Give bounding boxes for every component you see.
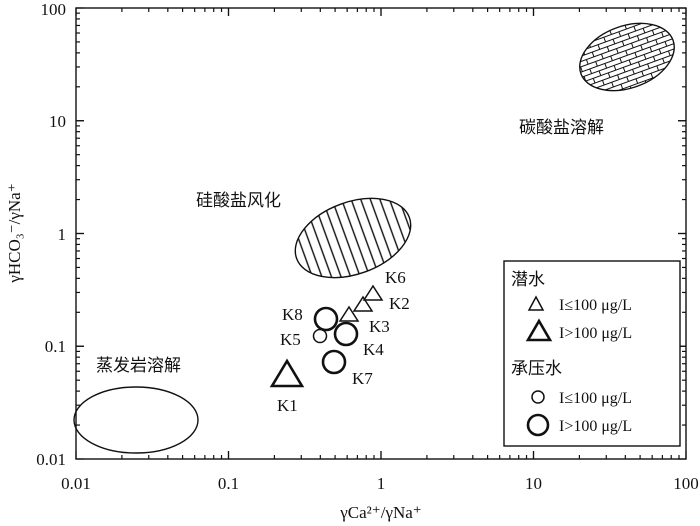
point-label-K7: K7 [352,369,373,388]
y-axis-label: γHCO₃⁻/γNa⁺ [5,183,24,283]
axis-ticks [75,7,687,460]
x-axis-label: γCa²⁺/γNa⁺ [339,503,422,522]
x-tick-label: 0.1 [218,474,239,493]
point-K4 [333,321,359,347]
y-tick-label: 0.01 [36,450,66,469]
point-label-K8: K8 [282,305,303,324]
carbonate-region [579,22,675,92]
legend-small-triangle [527,295,545,311]
point-K7 [321,349,347,375]
x-tick-label: 1 [377,474,386,493]
x-tick-label: 0.01 [61,474,91,493]
legend-label: I>100 μg/L [559,325,632,342]
legend-large-circle [526,413,550,437]
point-label-K1: K1 [277,396,298,415]
legend-label: I≤100 μg/L [559,390,632,407]
point-label-K2: K2 [389,294,410,313]
legend-box [503,260,681,447]
point-K5 [312,328,328,344]
legend-title-confined: 承压水 [511,359,562,378]
x-tick-label: 10 [525,474,542,493]
point-K2 [352,295,374,312]
silicate-region [294,197,412,279]
legend-large-triangle [525,318,553,342]
y-tick-label: 100 [41,0,67,19]
point-K3 [338,305,360,322]
point-label-K3: K3 [369,317,390,336]
legend-small-circle [531,390,545,404]
point-K1 [269,358,305,388]
legend-label: I>100 μg/L [559,418,632,435]
point-K8 [313,306,339,332]
evaporite-region [73,386,199,454]
legend-title-phreatic: 潜水 [511,270,545,289]
carbonate-label: 碳酸盐溶解 [519,118,604,137]
y-tick-label: 10 [49,112,66,131]
y-tick-label: 1 [58,225,67,244]
silicate-label: 硅酸盐风化 [196,191,281,210]
point-label-K6: K6 [385,268,406,287]
x-tick-label: 100 [673,474,699,493]
point-label-K4: K4 [363,340,384,359]
evaporite-label: 蒸发岩溶解 [96,356,181,375]
legend-label: I≤100 μg/L [559,297,632,314]
y-tick-label: 0.1 [45,337,66,356]
point-K6 [362,284,384,301]
point-label-K5: K5 [280,330,301,349]
